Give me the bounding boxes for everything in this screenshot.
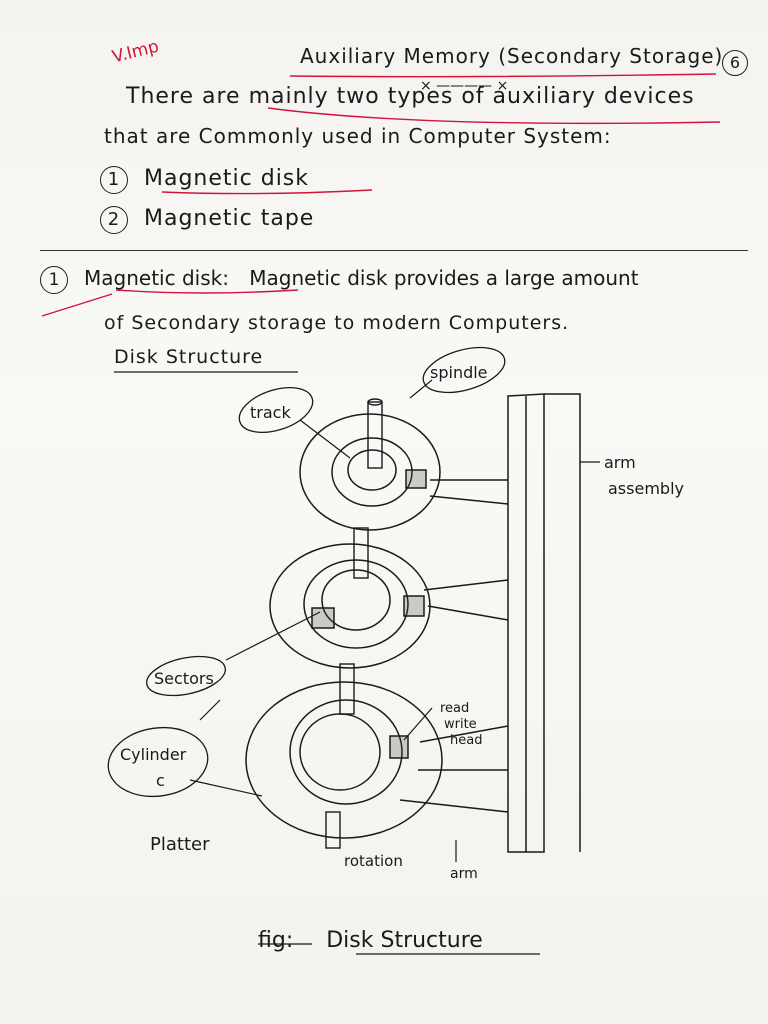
fig-label: fig: — [258, 928, 294, 953]
intro-line-1: There are mainly two types of auxiliary … — [126, 84, 695, 109]
type-number: 1 — [100, 166, 128, 194]
cylinder-label: Cylinder — [120, 745, 187, 764]
type-number: 2 — [100, 206, 128, 234]
rwh-label-2: write — [444, 717, 477, 732]
sector-block — [405, 469, 427, 489]
page-number: 6 — [722, 50, 748, 76]
arm-assembly — [399, 393, 581, 853]
platter-mid-inner — [321, 569, 391, 631]
sector-block — [389, 735, 409, 759]
track-label: track — [250, 403, 291, 422]
divider-line — [40, 250, 748, 251]
platter-top-outer — [299, 413, 441, 531]
platter-bottom-outer — [245, 681, 443, 839]
spindle-label: spindle — [430, 363, 488, 382]
platter-top-inner — [347, 449, 397, 491]
cylinder-c-label: c — [156, 771, 165, 790]
section-underline — [115, 289, 299, 294]
section-text-2: of Secondary storage to modern Computers… — [104, 312, 570, 334]
arm-assembly-label-2: assembly — [608, 479, 684, 498]
rwh-label-1: read — [440, 701, 469, 716]
cylinder-arrow — [199, 699, 221, 721]
spindle-arrow — [409, 379, 433, 399]
title-underline — [289, 73, 717, 78]
platter-bottom-inner — [299, 713, 381, 791]
magnetic-disk-underline — [161, 189, 373, 195]
platter-label: Platter — [150, 834, 210, 855]
rwh-arrow — [403, 707, 433, 741]
type-label: Magnetic disk — [144, 166, 310, 191]
platter-mid-track — [303, 559, 409, 649]
section-heading-line: 1 Magnetic disk: Magnetic disk provides a… — [40, 266, 639, 294]
spindle-oval — [422, 346, 506, 394]
sector-block — [403, 595, 425, 617]
arm-label: arm — [450, 866, 478, 882]
svg-text:× ———— ×: × ———— × — [420, 78, 508, 94]
fig-title: Disk Structure — [326, 928, 483, 953]
cylinder-oval — [107, 726, 209, 798]
intro-underline — [267, 107, 721, 125]
platter-top-track — [331, 437, 413, 507]
type-item-2: 2 Magnetic tape — [100, 206, 314, 234]
intro-line-2: that are Commonly used in Computer Syste… — [104, 124, 612, 148]
figure-caption: fig: Disk Structure — [258, 928, 483, 953]
rwh-label-3: head — [450, 733, 482, 748]
sector-block — [311, 607, 335, 629]
platter-arrow — [189, 779, 263, 797]
section-mark — [41, 293, 113, 317]
rotation-label: rotation — [344, 852, 403, 870]
disk-structure-heading: Disk Structure — [114, 346, 264, 368]
track-arrow — [299, 419, 351, 459]
type-item-1: 1 Magnetic disk — [100, 166, 309, 194]
track-oval — [238, 386, 314, 434]
sectors-oval — [146, 655, 226, 697]
sectors-arrow — [225, 611, 321, 661]
section-number: 1 — [40, 266, 68, 294]
platter-bottom-track — [289, 699, 403, 805]
section-text-1: Magnetic disk provides a large amount — [249, 266, 639, 290]
type-label: Magnetic tape — [144, 206, 315, 231]
arm-assembly-label-1: arm — [604, 453, 636, 472]
sectors-label: Sectors — [154, 669, 214, 688]
section-heading: Magnetic disk: — [84, 266, 229, 290]
page-title: Auxiliary Memory (Secondary Storage) — [300, 44, 724, 68]
